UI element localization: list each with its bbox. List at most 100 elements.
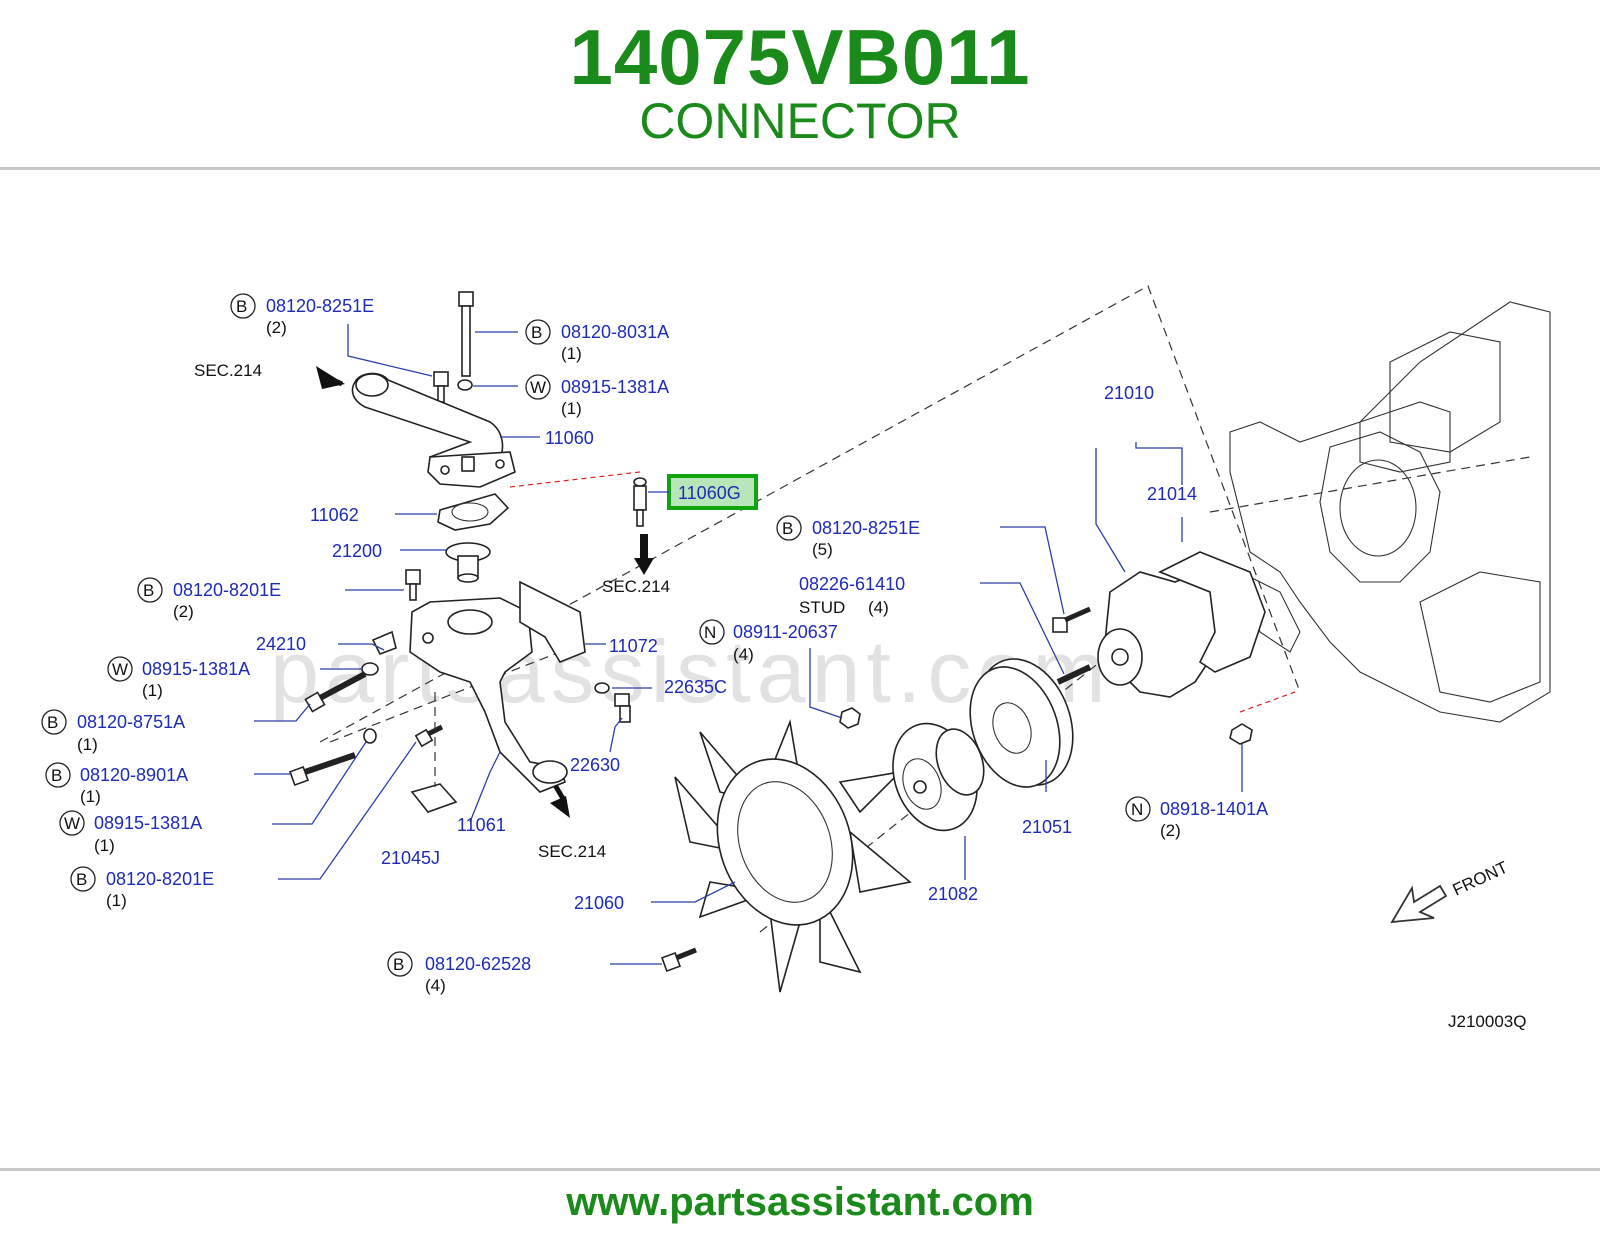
part-label: 22630 — [570, 755, 620, 775]
part-label: 21014 — [1147, 484, 1197, 504]
prefix-label: B — [236, 297, 247, 316]
qty-label: (1) — [80, 787, 101, 806]
part-label: 08911-20637 — [733, 622, 838, 642]
prefix-circles — [41, 293, 1151, 977]
part-label: 21060 — [574, 893, 624, 913]
sec-label: SEC.214 — [602, 577, 670, 596]
qty-label: (2) — [266, 318, 287, 337]
guide-line-engine — [1209, 456, 1531, 513]
prefix-label: B — [47, 713, 58, 732]
bolt-housing-top — [405, 569, 421, 601]
part-label: 21082 — [928, 884, 978, 904]
part-label: 22635C — [664, 677, 727, 697]
header-divider — [0, 167, 1600, 170]
qty-label: (1) — [561, 399, 582, 418]
qty-label: (1) — [77, 735, 98, 754]
part-label: 08120-8751A — [77, 712, 185, 732]
qty-label: (2) — [173, 602, 194, 621]
qty-label: (4) — [425, 976, 446, 995]
sensor-22630 — [614, 693, 631, 723]
website-link[interactable]: www.partsassistant.com — [566, 1180, 1034, 1224]
nut-20637 — [839, 707, 861, 729]
sec-label: SEC.214 — [538, 842, 606, 861]
part-label: 08120-62528 — [425, 954, 531, 974]
engine-block — [1229, 301, 1551, 723]
bolt-8251e-pump — [1052, 606, 1092, 633]
part-label: 08226-61410 — [799, 574, 905, 594]
prefix-label: N — [1131, 800, 1143, 819]
nut-1401a — [1229, 723, 1253, 745]
thermostat-part — [445, 542, 491, 583]
part-label: 21051 — [1022, 817, 1072, 837]
arrow-sec214-bottom — [550, 796, 570, 818]
bracket-21045j — [410, 783, 458, 813]
stud-61410 — [1056, 664, 1092, 685]
prefix-label: W — [112, 660, 128, 679]
watermark: partsassistant.com — [270, 622, 1112, 721]
qty-label: (4) — [868, 598, 889, 617]
qty-label: (4) — [733, 645, 754, 664]
prefix-label: W — [530, 378, 546, 397]
guide-line-red-1 — [509, 471, 641, 488]
pulley-part — [969, 658, 1074, 788]
water-pump-part — [1097, 551, 1266, 698]
part-label: 08120-8031A — [561, 322, 669, 342]
guide-line-red-2 — [1239, 691, 1296, 713]
gasket-hole — [451, 502, 489, 522]
part-labels: B 08120-8251E (2) B 08120-8031A (1) W 08… — [47, 296, 1526, 1031]
fan-clutch-part — [892, 722, 985, 832]
qty-label: (1) — [94, 836, 115, 855]
part-label: 08915-1381A — [94, 813, 202, 833]
part-label: 21010 — [1104, 383, 1154, 403]
sec-label: SEC.214 — [194, 361, 262, 380]
parts-diagram: partsassistant.com — [41, 285, 1551, 1031]
qty-label: (2) — [1160, 821, 1181, 840]
part-label: 24210 — [256, 634, 306, 654]
part-label: 08120-8201E — [106, 869, 214, 889]
part-label: 11072 — [609, 636, 658, 656]
page-header: 14075VB011 CONNECTOR — [0, 0, 1600, 168]
bolt-small-top — [433, 371, 449, 403]
clip-24210 — [371, 630, 397, 656]
arrow-sec214-top-shaft — [318, 371, 344, 387]
part-name-subtitle: CONNECTOR — [639, 93, 961, 149]
part-label: 08120-8901A — [80, 765, 188, 785]
bolt-fan — [661, 947, 697, 972]
prefix-label: B — [76, 870, 87, 889]
highlighted-part-label: 11060G — [678, 483, 741, 503]
prefix-label: B — [782, 519, 793, 538]
gasket-22635c — [594, 682, 610, 694]
prefix-label: B — [51, 766, 62, 785]
highlight-box — [667, 474, 758, 510]
qty-label: (1) — [142, 681, 163, 700]
bolt-8201e-low — [414, 724, 444, 748]
prefix-label: B — [143, 581, 154, 600]
washer-top — [457, 379, 473, 391]
water-outlet-part — [351, 372, 516, 488]
front-direction-arrow: FRONT — [1390, 858, 1511, 924]
front-label: FRONT — [1450, 858, 1511, 900]
prefix-label: B — [393, 955, 404, 974]
part-label: 08915-1381A — [561, 377, 669, 397]
bolt-8901a — [289, 752, 356, 786]
qty-label: (1) — [561, 344, 582, 363]
guide-line-main — [319, 285, 1301, 743]
bolt-long-top — [458, 291, 474, 377]
part-label: 21045J — [381, 848, 440, 868]
arrow-sec214-mid — [634, 558, 654, 575]
part-label: 11060 — [545, 428, 594, 448]
qty-label: (5) — [812, 540, 833, 559]
gasket-part — [437, 493, 510, 531]
diagram-id-label: J210003Q — [1448, 1012, 1526, 1031]
stud-note: STUD — [799, 598, 845, 617]
connector-part — [633, 477, 647, 527]
part-label: 08120-8251E — [812, 518, 920, 538]
guide-line-housing — [329, 651, 561, 743]
part-label: 08918-1401A — [1160, 799, 1268, 819]
qty-label: (1) — [106, 891, 127, 910]
part-label: 08915-1381A — [142, 659, 250, 679]
part-label: 11061 — [457, 815, 506, 835]
prefix-label: W — [64, 814, 80, 833]
part-label: 21200 — [332, 541, 382, 561]
washer-low — [363, 728, 377, 744]
